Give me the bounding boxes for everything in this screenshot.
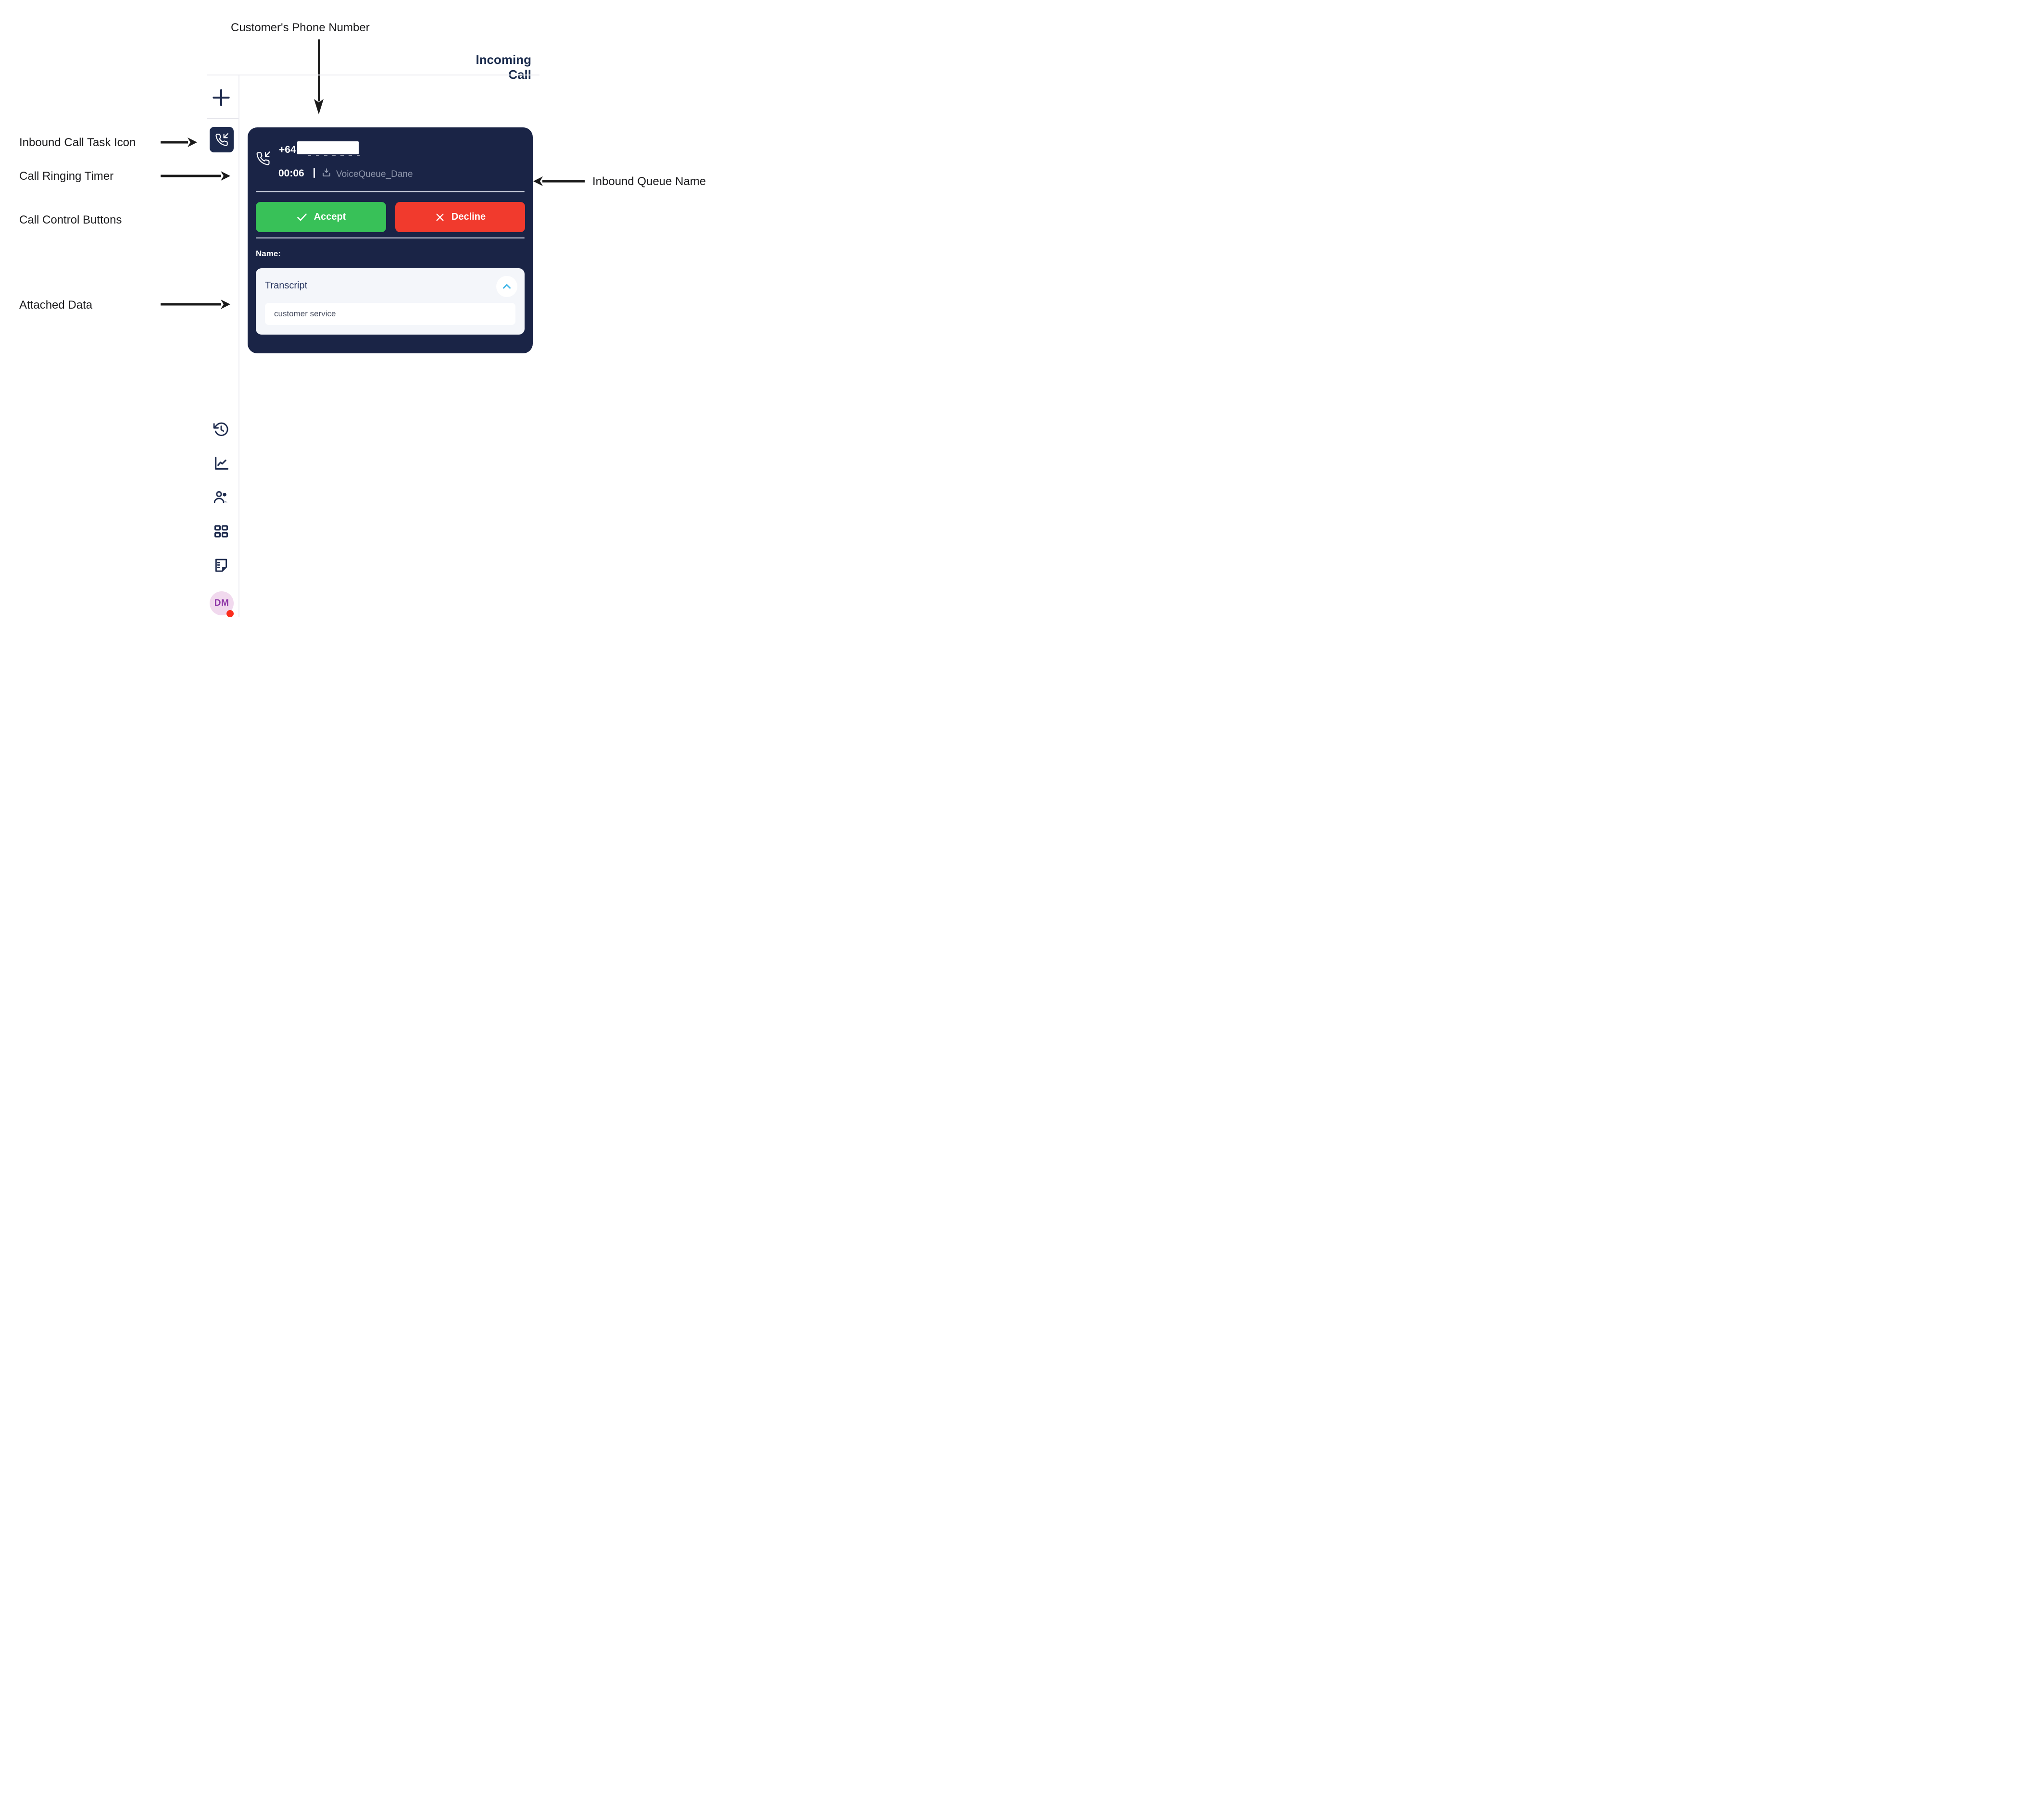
incoming-call-card: +64 00:06 VoiceQueue_Dane Accept Decline… bbox=[248, 127, 533, 353]
card-divider bbox=[256, 237, 525, 238]
agents-icon bbox=[213, 491, 228, 503]
check-icon bbox=[297, 213, 307, 221]
attached-data-title: Transcript bbox=[265, 280, 308, 291]
call-ringing-timer: 00:06 bbox=[278, 168, 304, 179]
collapse-attached-data-button[interactable] bbox=[496, 276, 517, 297]
user-avatar[interactable]: DM bbox=[210, 591, 234, 617]
insights-chart-icon bbox=[215, 457, 229, 470]
accept-button-label: Accept bbox=[313, 212, 346, 222]
timer-queue-separator bbox=[313, 168, 315, 178]
sidebar-item-queues-grid[interactable] bbox=[213, 523, 229, 539]
history-icon bbox=[213, 422, 228, 437]
redacted-digit-marks bbox=[308, 155, 360, 156]
inbound-queue-name: VoiceQueue_Dane bbox=[336, 169, 413, 179]
annotation-call-control-buttons: Call Control Buttons bbox=[19, 213, 122, 226]
download-queue-icon bbox=[323, 168, 330, 176]
chevron-up-icon bbox=[503, 284, 511, 289]
annotation-arrow-right-icon bbox=[161, 137, 197, 147]
sidebar-item-notes[interactable] bbox=[213, 557, 229, 574]
grid-icon bbox=[214, 525, 228, 537]
name-label: Name: bbox=[256, 249, 281, 258]
sidebar-divider bbox=[238, 75, 239, 617]
sidebar-item-agents[interactable] bbox=[213, 489, 229, 505]
annotation-inbound-call-task-icon: Inbound Call Task Icon bbox=[19, 136, 136, 149]
attached-data-value: customer service bbox=[274, 309, 336, 318]
decline-button-label: Decline bbox=[451, 212, 486, 222]
inbound-call-icon bbox=[215, 133, 228, 146]
annotation-attached-data: Attached Data bbox=[19, 299, 93, 312]
annotation-customer-phone-number: Customer's Phone Number bbox=[231, 21, 370, 34]
annotated-screenshot: Customer's Phone Number Inbound Call Tas… bbox=[0, 0, 743, 658]
close-icon bbox=[436, 213, 444, 221]
page-title: Incoming Call bbox=[476, 52, 531, 82]
attached-data-panel: Transcript customer service bbox=[256, 268, 525, 335]
sidebar-item-history[interactable] bbox=[213, 421, 229, 437]
annotation-call-ringing-timer: Call Ringing Timer bbox=[19, 170, 114, 183]
inbound-call-icon bbox=[256, 151, 270, 165]
notes-icon bbox=[215, 559, 227, 572]
plus-icon bbox=[213, 89, 230, 106]
add-task-button[interactable] bbox=[211, 87, 232, 108]
customer-phone-number: +64 bbox=[279, 144, 296, 155]
decline-button[interactable]: Decline bbox=[395, 202, 525, 232]
sidebar-item-inbound-call-task[interactable] bbox=[210, 127, 234, 152]
attached-data-value-box: customer service bbox=[265, 303, 515, 325]
redacted-phone-number bbox=[297, 141, 359, 154]
annotation-arrow-right-icon bbox=[161, 299, 230, 309]
annotation-arrow-left-icon bbox=[533, 176, 585, 186]
annotation-arrow-right-icon bbox=[161, 171, 230, 181]
sidebar-section-divider bbox=[207, 118, 238, 119]
annotation-inbound-queue-name: Inbound Queue Name bbox=[592, 175, 706, 188]
annotation-arrow-down-icon bbox=[314, 39, 324, 114]
card-divider bbox=[256, 191, 525, 192]
presence-status-dot bbox=[226, 610, 234, 617]
sidebar-item-insights[interactable] bbox=[213, 455, 229, 472]
accept-button[interactable]: Accept bbox=[256, 202, 386, 232]
